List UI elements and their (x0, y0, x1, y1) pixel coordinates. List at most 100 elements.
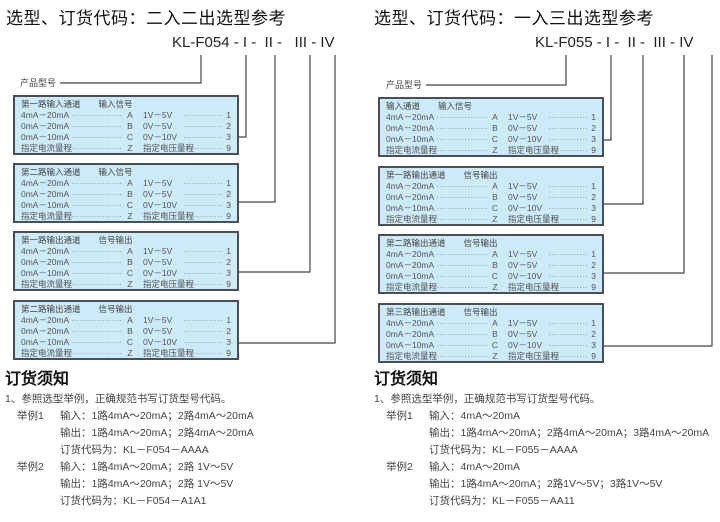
channel-name: 第三路输出通道 (386, 307, 446, 317)
current-range: 指定电流量程 (21, 143, 73, 153)
dot-leader: ·························· (436, 329, 488, 339)
current-code: C (491, 134, 499, 144)
current-code: B (127, 257, 133, 267)
option-row: 0mA－20mA··························B0V－5V… (386, 329, 596, 340)
example-text: 输出：1路4mA～20mA；2路4mA～20mA；3路4mA～20mA (429, 427, 710, 439)
dot-leader: ·························· (71, 189, 123, 199)
example-label: 举例2 (386, 461, 413, 473)
dot-leader: ·························· (71, 211, 123, 221)
option-row: 4mA－20mA··························A1V－5V… (21, 315, 231, 326)
current-code: B (492, 192, 498, 202)
option-row: 4mA－20mA··························A1V－5V… (386, 181, 596, 192)
current-code: A (127, 110, 133, 120)
current-range: 4mA－20mA (386, 181, 435, 191)
option-row: 指定电流量程··························Z指定电压量程·… (386, 351, 596, 362)
dot-leader: ·························· (436, 214, 488, 224)
example-label (5, 493, 60, 510)
dot-leader: ·························· (548, 249, 588, 259)
current-range: 4mA－20mA (21, 315, 70, 325)
dot-leader: ·························· (436, 112, 488, 122)
example-text: 订货代码为：KL－F055－AAAA (429, 444, 578, 456)
voltage-range: 1V－5V (143, 110, 173, 120)
channel-name: 第一路输出通道 (386, 170, 446, 180)
option-row: 0mA－10mA··························C0V－10… (386, 203, 596, 214)
notes-heading: 订货须知 (374, 369, 439, 388)
dot-leader: ·························· (548, 351, 588, 361)
dot-leader: ·························· (183, 121, 223, 131)
box-header: 第二路输出通道信号输出 (386, 238, 596, 249)
dot-leader: ·························· (436, 271, 488, 281)
dot-leader: ·························· (183, 315, 223, 325)
box-header: 第二路输入通道输入信号 (21, 167, 231, 178)
dot-leader: ·························· (548, 112, 588, 122)
current-code: Z (127, 143, 133, 153)
example-text: 输入：4mA～20mA (429, 461, 521, 473)
current-code: A (492, 181, 498, 191)
option-row: 0mA－20mA··························B0V－5V… (21, 189, 231, 200)
voltage-code: 3 (226, 268, 231, 278)
current-range: 指定电流量程 (21, 211, 73, 221)
dot-leader: ·························· (71, 337, 123, 347)
dot-leader: ·························· (71, 143, 123, 153)
option-row: 指定电流量程··························Z指定电压量程·… (386, 282, 596, 293)
channel-name: 输入通道 (386, 101, 421, 111)
channel-option-box: 第一路输入通道输入信号4mA－20mA·····················… (13, 95, 239, 155)
channel-option-box: 第一路输出通道信号输出4mA－20mA·····················… (378, 166, 604, 226)
channel-name: 第二路输入通道 (21, 167, 81, 177)
voltage-range: 1V－5V (143, 178, 173, 188)
current-code: C (491, 340, 499, 350)
voltage-range: 指定电压量程 (143, 348, 195, 358)
current-range: 0mA－20mA (386, 123, 435, 133)
voltage-code: 9 (591, 351, 596, 361)
current-range: 0mA－10mA (21, 268, 70, 278)
current-code: C (126, 268, 134, 278)
channel-name: 第二路输出通道 (21, 304, 81, 314)
dot-leader: ·························· (548, 329, 588, 339)
option-row: 4mA－20mA··························A1V－5V… (21, 110, 231, 121)
example-label (374, 425, 429, 442)
voltage-code: 2 (591, 329, 596, 339)
option-row: 4mA－20mA··························A1V－5V… (21, 178, 231, 189)
channel-option-box: 第二路输出通道信号输出4mA－20mA·····················… (378, 234, 604, 294)
current-code: B (127, 121, 133, 131)
example-line: 输出：1路4mA～20mA；2路1V～5V；3路1V～5V (374, 476, 709, 493)
voltage-range: 0V－10V (508, 203, 543, 213)
example-text: 输入：4mA～20mA (429, 410, 521, 422)
voltage-range: 0V－5V (508, 260, 538, 270)
dot-leader: ·························· (71, 200, 123, 210)
example-text: 输出：1路4mA～20mA；2路1V～5V；3路1V～5V (429, 478, 663, 490)
dot-leader: ·························· (71, 279, 123, 289)
option-row: 0mA－20mA··························B0V－5V… (21, 326, 231, 337)
example-text: 输入：1路4mA～20mA；2路4mA～20mA (60, 410, 254, 422)
dot-leader: ·························· (548, 134, 588, 144)
current-range: 0mA－10mA (386, 134, 435, 144)
example-line: 举例2 输入：4mA～20mA (374, 459, 709, 476)
current-code: B (492, 123, 498, 133)
dot-leader: ·························· (436, 282, 488, 292)
voltage-range: 指定电压量程 (143, 211, 195, 221)
voltage-range: 指定电压量程 (508, 282, 560, 292)
dot-leader: ·························· (183, 189, 223, 199)
channel-option-box: 第一路输出通道信号输出4mA－20mA·····················… (13, 231, 239, 291)
option-row: 0mA－10mA··························C0V－10… (21, 132, 231, 143)
option-row: 0mA－20mA··························B0V－5V… (386, 192, 596, 203)
voltage-range: 0V－10V (508, 271, 543, 281)
dot-leader: ·························· (71, 178, 123, 188)
current-code: A (127, 178, 133, 188)
current-range: 指定电流量程 (21, 348, 73, 358)
model-code: KL-F055 - I - II - III - IV (535, 34, 694, 51)
model-code: KL-F054 - I - II - III - IV (172, 34, 335, 51)
option-row: 0mA－10mA··························C0V－10… (386, 134, 596, 145)
current-code: Z (492, 351, 498, 361)
current-range: 指定电流量程 (386, 214, 438, 224)
dot-leader: ·························· (183, 279, 223, 289)
voltage-code: 3 (591, 271, 596, 281)
channel-name: 第一路输入通道 (21, 99, 81, 109)
dot-leader: ·························· (436, 351, 488, 361)
dot-leader: ·························· (436, 203, 488, 213)
example-line: 输出：1路4mA～20mA；2路 1V～5V (5, 476, 254, 493)
current-code: A (127, 246, 133, 256)
voltage-code: 2 (226, 326, 231, 336)
